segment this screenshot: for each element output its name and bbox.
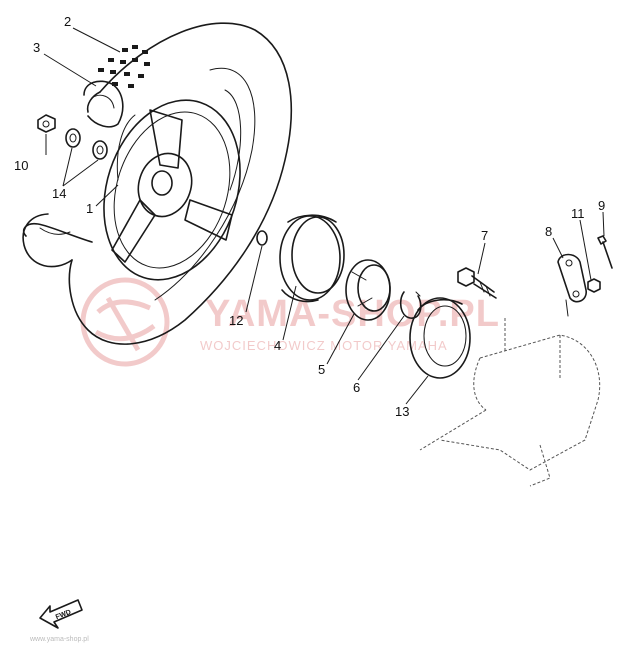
circlip — [399, 291, 422, 319]
brake-drum-ring — [279, 214, 345, 303]
washers — [65, 128, 108, 160]
callout-11: 11 — [571, 206, 585, 221]
callout-12: 12 — [229, 313, 243, 328]
callout-13: 13 — [395, 404, 409, 419]
callout-14: 14 — [52, 186, 66, 201]
callouts: 2 3 1 10 14 12 4 5 6 13 7 8 11 9 — [14, 14, 605, 419]
nut — [37, 114, 56, 133]
callout-8: 8 — [545, 224, 552, 239]
callout-7: 7 — [481, 228, 488, 243]
engine-housing-outline — [419, 318, 601, 487]
brake-shoe-set — [409, 297, 471, 379]
fwd-arrow: FWD — [39, 599, 83, 629]
brake-shoe — [345, 259, 391, 321]
callout-4: 4 — [274, 338, 281, 353]
brake-lever — [557, 253, 587, 317]
wheel-rim — [22, 99, 241, 281]
lever-nut — [587, 278, 601, 293]
leader-lines — [43, 27, 605, 405]
callout-9: 9 — [598, 198, 605, 213]
callout-3: 3 — [33, 40, 40, 55]
callout-6: 6 — [353, 380, 360, 395]
fwd-label: FWD — [55, 609, 72, 621]
bolt — [457, 267, 497, 299]
watermark: YAMA-SHOP.PL WOJCIECHOWICZ MOTOR YAMAHA — [80, 277, 499, 367]
callout-1: 1 — [86, 201, 93, 216]
watermark-logo — [80, 277, 170, 367]
callout-2: 2 — [64, 14, 71, 29]
tire — [22, 22, 293, 345]
collar — [256, 230, 268, 246]
tire-cross-section — [83, 80, 124, 128]
tire-tread — [98, 45, 150, 88]
lever-bolt — [597, 235, 613, 269]
callout-10: 10 — [14, 158, 28, 173]
footer-text: www.yama-shop.pl — [29, 636, 89, 643]
callout-5: 5 — [318, 362, 325, 377]
